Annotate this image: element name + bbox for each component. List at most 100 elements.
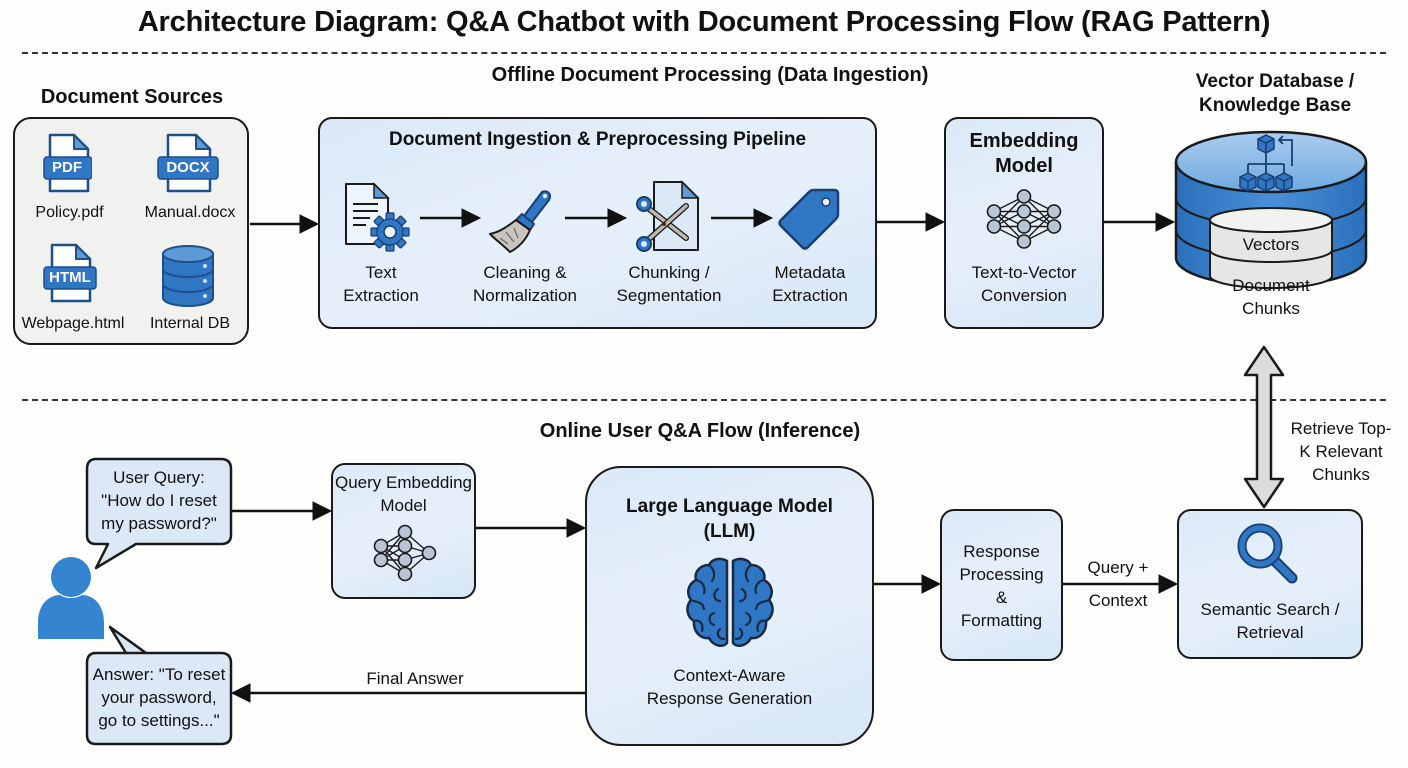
answer-text: Answer: "To reset your password, go to s… bbox=[87, 663, 231, 732]
source-caption-webpage: Webpage.html bbox=[21, 315, 125, 332]
retrieve-line1: Retrieve Top- bbox=[1290, 419, 1392, 438]
embedding-title-line2: Model bbox=[995, 155, 1053, 177]
llm-box bbox=[585, 466, 874, 746]
vectors-label: Vectors bbox=[1242, 235, 1300, 254]
embedding-desc-line2: Conversion bbox=[981, 286, 1067, 305]
step-2-line2: Normalization bbox=[473, 286, 577, 305]
magnifier-icon bbox=[1236, 522, 1302, 588]
nn-node bbox=[397, 524, 413, 540]
user-query-text: User Query: "How do I reset my password?… bbox=[87, 466, 231, 535]
step-4-line1: Metadata bbox=[774, 263, 846, 282]
llm-title-line1: Large Language Model bbox=[626, 496, 833, 517]
pdf-file-icon bbox=[42, 133, 93, 195]
embedding-title-line1: Embedding bbox=[969, 130, 1079, 152]
llm-to-answer-arrow-head bbox=[230, 683, 251, 703]
nn-node bbox=[373, 538, 389, 554]
user-query-line3: my password?" bbox=[101, 514, 217, 533]
semantic-line1: Semantic Search / bbox=[1200, 600, 1340, 619]
docx-file-icon bbox=[156, 133, 220, 195]
brush-icon bbox=[486, 188, 558, 254]
nn-node bbox=[1046, 204, 1062, 219]
chunks-line1: Document bbox=[1232, 276, 1310, 295]
source-caption-manual: Manual.docx bbox=[144, 204, 236, 221]
response-line2: Processing bbox=[959, 565, 1044, 584]
step-chunking-label: Chunking / Segmentation bbox=[602, 261, 736, 307]
step-2-line1: Cleaning & bbox=[483, 263, 567, 282]
query-embedding-line1: Query Embedding bbox=[334, 473, 473, 492]
user-avatar-icon bbox=[36, 553, 106, 639]
nn-node bbox=[1016, 234, 1032, 249]
step-4-line2: Extraction bbox=[772, 286, 848, 305]
nn-node bbox=[1016, 189, 1032, 204]
embedding-description: Text-to-Vector Conversion bbox=[944, 261, 1104, 307]
step-text-extraction-label: Text Extraction bbox=[326, 261, 436, 307]
nn-node bbox=[1016, 219, 1032, 234]
document-sources-title: Document Sources bbox=[40, 86, 224, 108]
nn-node bbox=[986, 219, 1002, 234]
pipeline-to-embedding-arrow-head bbox=[925, 212, 946, 232]
nn-node bbox=[1046, 219, 1062, 234]
nn-node bbox=[373, 552, 389, 568]
query-to-embedding-arrow-head bbox=[312, 501, 333, 521]
step-1-line2: Extraction bbox=[343, 286, 419, 305]
database-icon bbox=[160, 244, 216, 308]
sources-to-pipeline-arrow-head bbox=[299, 214, 320, 234]
source-caption-policy: Policy.pdf bbox=[35, 204, 104, 221]
retrieve-line2: K Relevant bbox=[1299, 442, 1383, 461]
answer-line1: Answer: "To reset bbox=[92, 665, 226, 684]
html-badge: HTML bbox=[49, 269, 91, 286]
step-3-line2: Segmentation bbox=[616, 286, 722, 305]
source-caption-internal-db: Internal DB bbox=[149, 315, 231, 332]
llm-title-line2: (LLM) bbox=[703, 521, 756, 542]
vector-db-title-line1: Vector Database / bbox=[1195, 71, 1355, 92]
section-divider-top bbox=[22, 52, 1386, 54]
step-1-line1: Text bbox=[365, 263, 397, 282]
hierarchy-cubes-icon bbox=[1236, 132, 1308, 198]
query-embedding-line2: Model bbox=[380, 496, 427, 515]
semantic-line2: Retrieval bbox=[1236, 623, 1304, 642]
online-section-title: Online User Q&A Flow (Inference) bbox=[539, 420, 861, 442]
llm-desc-line1: Context-Aware bbox=[673, 666, 786, 685]
step-3-line1: Chunking / bbox=[628, 263, 710, 282]
scissors-document-icon bbox=[632, 180, 702, 256]
docx-badge: DOCX bbox=[166, 159, 210, 176]
step-metadata-label: Metadata Extraction bbox=[750, 261, 870, 307]
document-gear-icon bbox=[342, 180, 414, 252]
llm-description: Context-Aware Response Generation bbox=[585, 664, 874, 710]
answer-line3: go to settings..." bbox=[98, 711, 220, 730]
response-line3: & bbox=[995, 588, 1008, 607]
user-query-line1: User Query: bbox=[113, 468, 205, 487]
answer-line2: your password, bbox=[101, 688, 217, 707]
nn-node bbox=[421, 545, 437, 561]
embedding-model-title: Embedding Model bbox=[944, 129, 1104, 179]
pdf-badge: PDF bbox=[52, 159, 82, 176]
vector-db-title-line2: Knowledge Base bbox=[1198, 95, 1352, 116]
embedding-to-llm-arrow-head bbox=[566, 518, 587, 538]
step-cleaning-label: Cleaning & Normalization bbox=[460, 261, 590, 307]
retrieve-label: Retrieve Top- K Relevant Chunks bbox=[1274, 417, 1408, 486]
response-processing-text: Response Processing & Formatting bbox=[940, 540, 1063, 632]
llm-title: Large Language Model (LLM) bbox=[585, 494, 874, 544]
query-neural-network-icon bbox=[372, 520, 438, 586]
response-line1: Response bbox=[963, 542, 1040, 561]
embedding-desc-line1: Text-to-Vector bbox=[971, 263, 1077, 282]
document-chunks-label: Document Chunks bbox=[1210, 274, 1332, 320]
html-file-icon bbox=[42, 243, 97, 305]
chunks-line2: Chunks bbox=[1242, 299, 1300, 318]
llm-desc-line2: Response Generation bbox=[646, 689, 813, 708]
vector-db-title: Vector Database / Knowledge Base bbox=[1160, 70, 1390, 118]
retrieve-line3: Chunks bbox=[1312, 465, 1370, 484]
neural-network-icon bbox=[984, 184, 1064, 254]
final-answer-label: Final Answer bbox=[366, 669, 464, 688]
section-divider-middle bbox=[22, 399, 1386, 401]
semantic-search-text: Semantic Search / Retrieval bbox=[1177, 598, 1363, 644]
query-embedding-title: Query Embedding Model bbox=[331, 471, 476, 517]
response-line4: Formatting bbox=[960, 611, 1043, 630]
query-context-label-2: Context bbox=[1088, 591, 1148, 610]
nn-node bbox=[1016, 204, 1032, 219]
query-context-label-1: Query + bbox=[1087, 558, 1149, 577]
vector-database-cylinder bbox=[1174, 126, 1368, 290]
response-processing-box bbox=[940, 509, 1063, 661]
diagram-title: Architecture Diagram: Q&A Chatbot with D… bbox=[137, 6, 1271, 38]
tag-icon bbox=[776, 186, 842, 252]
